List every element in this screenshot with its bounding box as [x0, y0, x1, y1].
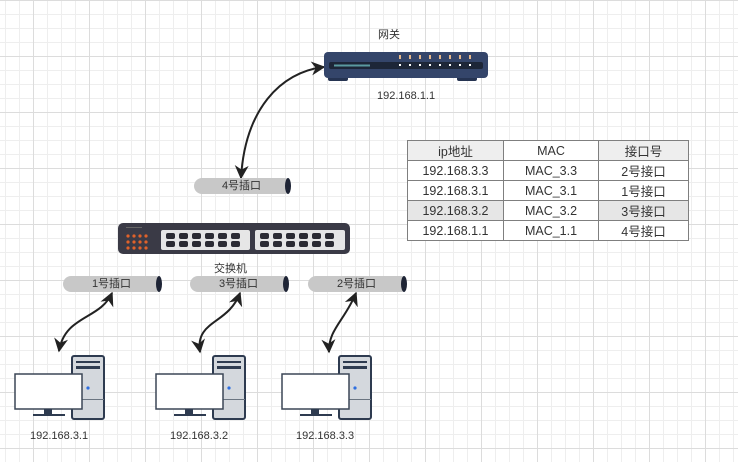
- port-cap: [401, 276, 407, 292]
- port2-to-pc3-link: [321, 291, 358, 354]
- network-switch-icon: [118, 223, 350, 254]
- cell-ip: 192.168.3.1: [407, 180, 504, 201]
- cell-mac: MAC_3.2: [503, 200, 599, 221]
- table-row: 192.168.3.3 MAC_3.3 2号接口: [407, 160, 689, 181]
- cell-mac: MAC_1.1: [503, 220, 599, 241]
- header-ip: ip地址: [407, 140, 504, 161]
- mac-address-table: ip地址 MAC 接口号 192.168.3.3 MAC_3.3 2号接口 19…: [407, 140, 689, 241]
- switch-port-3: 3号插口: [190, 276, 289, 292]
- table-header-row: ip地址 MAC 接口号: [407, 140, 689, 161]
- uplink-port-4: 4号插口: [194, 178, 291, 194]
- port-label: 1号插口: [91, 278, 132, 290]
- header-mac: MAC: [503, 140, 599, 161]
- uplink-port-label: 4号插口: [221, 180, 262, 192]
- computer-ip-1: 192.168.3.1: [30, 430, 89, 442]
- cell-mac: MAC_3.3: [503, 160, 599, 181]
- switch-title: 交换机: [214, 263, 247, 275]
- port-label: 3号插口: [218, 278, 259, 290]
- cell-ip: 192.168.3.3: [407, 160, 504, 181]
- table-row: 192.168.1.1 MAC_1.1 4号接口: [407, 220, 689, 241]
- cell-ip: 192.168.1.1: [407, 220, 504, 241]
- port1-to-pc1-link: [54, 291, 114, 353]
- port-label: 2号插口: [336, 278, 377, 290]
- table-row: 192.168.3.2 MAC_3.2 3号接口: [407, 200, 689, 221]
- port-cap: [285, 178, 291, 194]
- cell-interface: 1号接口: [598, 180, 689, 201]
- port3-to-pc2-link: [191, 291, 243, 354]
- computer-ip-2: 192.168.3.2: [170, 430, 229, 442]
- computer-icon-2: [155, 355, 246, 420]
- gateway-title: 网关: [378, 29, 400, 41]
- port-cap: [156, 276, 162, 292]
- header-interface: 接口号: [598, 140, 689, 161]
- computer-icon-1: [14, 355, 105, 420]
- cell-interface: 4号接口: [598, 220, 689, 241]
- table-row: 192.168.3.1 MAC_3.1 1号接口: [407, 180, 689, 201]
- computer-icon-3: [281, 355, 372, 420]
- cell-mac: MAC_3.1: [503, 180, 599, 201]
- port-cap: [283, 276, 289, 292]
- gateway-to-switch-link: [234, 61, 326, 180]
- gateway-ip: 192.168.1.1: [377, 90, 436, 102]
- cell-interface: 3号接口: [598, 200, 689, 221]
- cell-interface: 2号接口: [598, 160, 689, 181]
- cell-ip: 192.168.3.2: [407, 200, 504, 221]
- gateway-router-icon: [324, 52, 488, 81]
- computer-ip-3: 192.168.3.3: [296, 430, 355, 442]
- switch-port-1: 1号插口: [63, 276, 162, 292]
- switch-port-2: 2号插口: [308, 276, 407, 292]
